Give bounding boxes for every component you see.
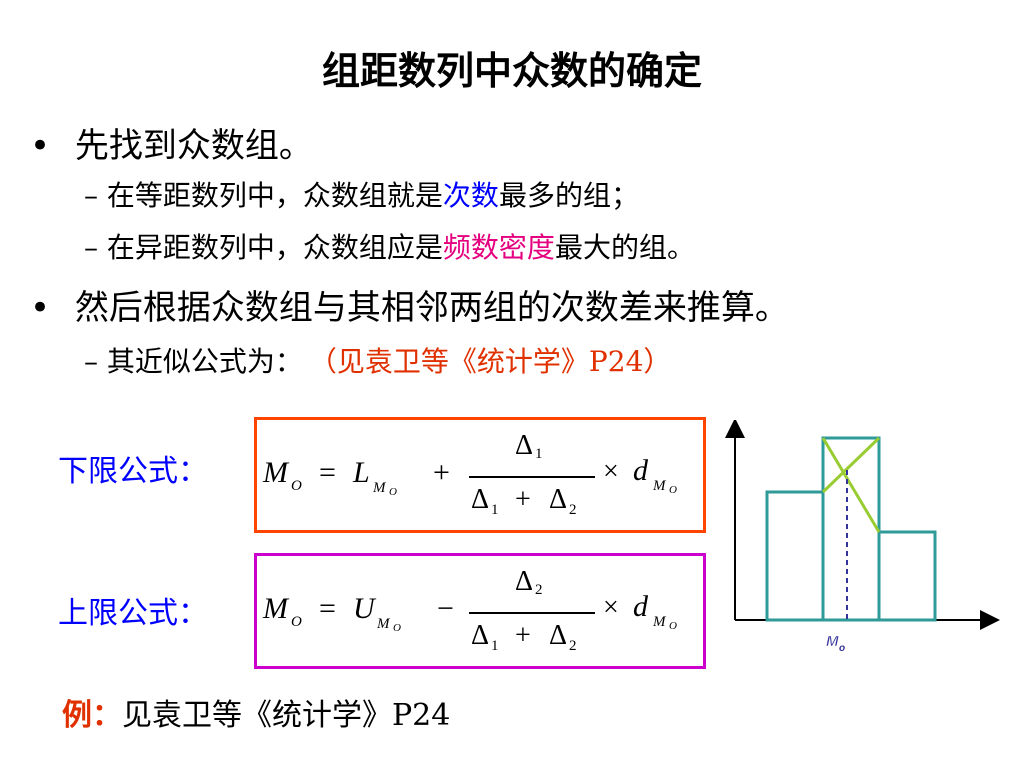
bullet-2-text: 然后根据众数组与其相邻两组的次数差来推算。: [74, 288, 789, 328]
denominator-delta-2: Δ: [549, 484, 568, 515]
histogram-bar-left: [765, 490, 825, 622]
minus-operator: −: [437, 592, 454, 625]
mode-histogram-diagram: M o: [725, 420, 1000, 654]
example-line: 例：见袁卫等《统计学》P24: [62, 690, 450, 734]
bullet-dot: •: [30, 126, 51, 166]
upper-limit-subsubscript: O: [393, 622, 401, 634]
page-title: 组距数列中众数的确定: [321, 49, 702, 93]
denominator-plus: +: [515, 484, 531, 515]
sub-bullet-text: 最多的组；: [498, 179, 639, 212]
cross-line-right: [821, 437, 881, 533]
lower-limit-symbol: L: [353, 456, 370, 489]
numerator-delta: Δ: [515, 430, 534, 461]
mode-label-subscript: o: [839, 643, 845, 654]
cross-line-left: [821, 436, 881, 494]
interval-subscript: M: [653, 614, 666, 630]
upper-formula-box: M O = U M O − Δ 2 Δ 1 + Δ 2 × d M O: [254, 553, 706, 669]
upper-formula: M O = U M O − Δ 2 Δ 1 + Δ 2 × d M O: [257, 556, 703, 666]
lower-limit-subscript: M: [373, 480, 386, 496]
times-operator: ×: [603, 456, 619, 487]
denominator-delta-2: Δ: [549, 620, 568, 651]
numerator-delta: Δ: [515, 566, 534, 597]
denominator-delta-1: Δ: [471, 620, 490, 651]
interval-symbol: d: [633, 590, 648, 623]
sub-bullet-1-2: – 在异距数列中，众数组应是频数密度最大的组。: [84, 226, 695, 266]
times-operator: ×: [603, 592, 619, 623]
denominator-subscript-2: 2: [569, 502, 577, 518]
numerator-subscript: 2: [535, 582, 543, 598]
interval-subsubscript: O: [669, 484, 677, 496]
denominator-subscript-2: 2: [569, 638, 577, 654]
upper-formula-label: 上限公式：: [58, 596, 208, 631]
mode-subscript: O: [291, 478, 302, 494]
numerator-subscript: 1: [535, 446, 543, 462]
sub-bullet-1-1: – 在等距数列中，众数组就是次数最多的组；: [84, 174, 639, 214]
example-text: 见袁卫等《统计学》P24: [122, 698, 451, 733]
dash-marker: –: [84, 179, 98, 212]
upper-limit-symbol: U: [353, 592, 375, 625]
equals-sign: =: [319, 456, 336, 489]
denominator-plus: +: [515, 620, 531, 651]
bullet-1-text: 先找到众数组。: [74, 126, 313, 166]
fraction-bar: [469, 612, 595, 614]
interval-subscript: M: [653, 478, 666, 494]
histogram-bar-mode: [821, 436, 881, 622]
interval-subsubscript: O: [669, 620, 677, 632]
lower-formula-box: M O = L M O + Δ 1 Δ 1 + Δ 2 × d M O: [254, 417, 706, 533]
highlight-term: 频数密度: [442, 231, 555, 264]
sub-bullet-text: 在等距数列中，众数组就是: [106, 179, 443, 212]
plus-operator: +: [433, 456, 450, 489]
sub-bullet-text: 在异距数列中，众数组应是: [106, 231, 443, 264]
sub-bullet-text: 最大的组。: [554, 231, 695, 264]
highlight-term: 次数: [442, 179, 499, 212]
mode-symbol: M: [263, 456, 288, 489]
bullet-1: • 先找到众数组。: [30, 118, 313, 167]
mode-symbol: M: [263, 592, 288, 625]
sub-bullet-2-1: – 其近似公式为： （见袁卫等《统计学》P24）: [84, 340, 671, 380]
histogram-bar-right: [877, 530, 937, 622]
example-label: 例：: [62, 698, 122, 733]
fraction-bar: [469, 476, 595, 478]
sub-bullet-text: 其近似公式为：: [106, 345, 303, 378]
equals-sign: =: [319, 592, 336, 625]
mode-label: M: [826, 633, 839, 650]
lower-formula: M O = L M O + Δ 1 Δ 1 + Δ 2 × d M O: [257, 420, 703, 530]
lower-formula-label: 下限公式：: [58, 454, 208, 489]
denominator-subscript-1: 1: [491, 638, 499, 654]
interval-symbol: d: [633, 454, 648, 487]
bullet-dot: •: [30, 288, 51, 328]
dash-marker: –: [84, 231, 98, 264]
lower-limit-subsubscript: O: [389, 486, 397, 498]
denominator-subscript-1: 1: [491, 502, 499, 518]
reference-note: （见袁卫等《统计学》P24）: [322, 345, 672, 378]
dash-marker: –: [84, 345, 98, 378]
mode-subscript: O: [291, 614, 302, 630]
denominator-delta-1: Δ: [471, 484, 490, 515]
bullet-2: • 然后根据众数组与其相邻两组的次数差来推算。: [30, 280, 789, 329]
upper-limit-subscript: M: [377, 616, 390, 632]
